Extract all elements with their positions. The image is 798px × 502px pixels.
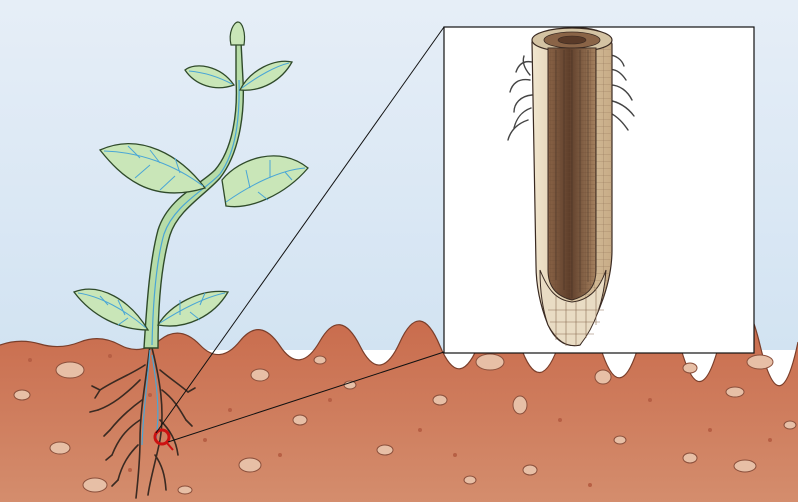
root-cap [539, 269, 607, 347]
soil-grains [28, 354, 772, 487]
plant-leaves [72, 60, 309, 331]
plant-stem [143, 21, 246, 349]
zoom-connector-top [155, 26, 445, 434]
magnifier-circle [153, 428, 171, 446]
leaf-veins [77, 62, 306, 329]
root-tip-inset [443, 26, 755, 354]
magnifier-handle [166, 442, 174, 451]
zoom-connector-bottom [167, 351, 445, 443]
soil-pebbles [13, 346, 797, 495]
plant-roots [89, 344, 196, 499]
